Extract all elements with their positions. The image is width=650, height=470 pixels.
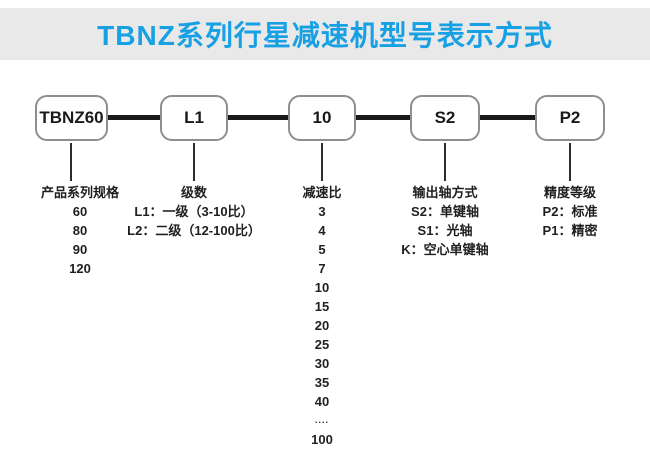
ratio-value: 40: [314, 394, 330, 409]
ratio-value: 3: [318, 204, 326, 219]
ratio-value: 30: [314, 356, 330, 371]
page-title: TBNZ系列行星减速机型号表示方式: [97, 20, 553, 51]
ratio-value: 35: [314, 375, 330, 390]
ratio-value: 4: [318, 223, 326, 238]
column-output-shaft: 输出轴方式 S2：单键轴 S1：光轴 K：空心单键轴: [355, 183, 535, 259]
series-value: 80: [72, 223, 88, 238]
output-shaft-value: S2：单键轴: [411, 204, 479, 219]
code-box-ratio: 10: [288, 95, 356, 141]
precision-value: P2：标准: [542, 204, 598, 219]
column-series: 产品系列规格 60 80 90 120: [0, 183, 170, 278]
ratio-value: 7: [318, 261, 326, 276]
code-box-output-shaft: S2: [410, 95, 480, 141]
ratio-value: 10: [314, 280, 330, 295]
stage-value: L1：一级（3-10比）: [134, 204, 254, 219]
column-precision-label: 精度等级: [543, 185, 596, 200]
drop-line-stage: [193, 143, 195, 181]
ratio-value: 20: [314, 318, 330, 333]
ratio-value: 15: [314, 299, 330, 314]
column-precision: 精度等级 P2：标准 P1：精密: [480, 183, 650, 240]
column-stage: 级数 L1：一级（3-10比） L2：二级（12-100比）: [104, 183, 284, 240]
ratio-value: 100: [311, 432, 333, 447]
series-value: 120: [69, 261, 91, 276]
drop-line-ratio: [321, 143, 323, 181]
series-value: 60: [72, 204, 88, 219]
drop-line-precision: [569, 143, 571, 181]
ratio-value: 25: [314, 337, 330, 352]
code-box-stage: L1: [160, 95, 228, 141]
column-stage-label: 级数: [180, 185, 207, 200]
header-strip: TBNZ系列行星减速机型号表示方式: [0, 8, 650, 60]
column-series-label: 产品系列规格: [40, 185, 119, 200]
drop-line-series: [70, 143, 72, 181]
code-box-precision: P2: [535, 95, 605, 141]
drop-line-output-shaft: [444, 143, 446, 181]
stage-value: L2：二级（12-100比）: [127, 223, 261, 238]
output-shaft-value: S1：光轴: [417, 223, 473, 238]
series-value: 90: [72, 242, 88, 257]
precision-value: P1：精密: [542, 223, 598, 238]
column-output-shaft-label: 输出轴方式: [412, 185, 478, 200]
column-ratio: 减速比 3 4 5 7 10 15 20 25 30 35 40 .... 10…: [232, 183, 412, 449]
output-shaft-value: K：空心单键轴: [401, 242, 489, 257]
column-ratio-label: 减速比: [302, 185, 342, 200]
ratio-value: 5: [318, 242, 326, 257]
ratio-ellipsis: ....: [314, 415, 329, 425]
code-box-series: TBNZ60: [35, 95, 108, 141]
